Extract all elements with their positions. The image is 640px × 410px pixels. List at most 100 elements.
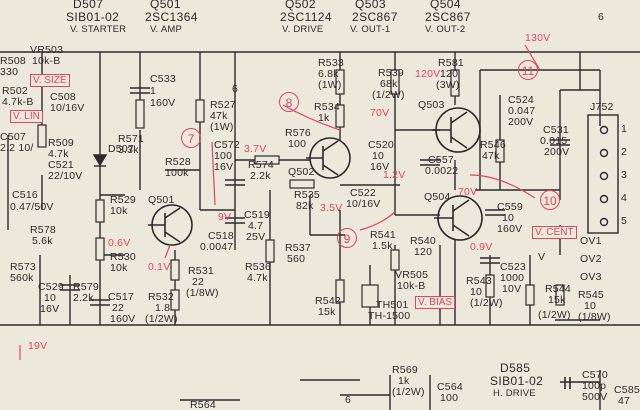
label-v9: 9V [218, 211, 232, 223]
label-q502-symbol: Q502 [288, 166, 315, 178]
label-r508-ref: R508 [0, 55, 26, 67]
label-r543-ref: R543 [466, 275, 492, 287]
header-q502-role: V. DRIVE [282, 24, 324, 35]
marker-7: 7 [181, 128, 201, 148]
label-r571-value: 3.3k [118, 144, 139, 156]
label-c585-value: 47 [618, 395, 631, 407]
label-v01: 0.1V [148, 261, 171, 273]
label-r541-value: 1.5k [372, 240, 393, 252]
label-r581-ref: R581 [438, 57, 464, 69]
label-vr505-value: 10k-B [397, 280, 426, 292]
label-c517-ref: C517 [108, 291, 134, 303]
label-c557-value: 0.0022 [425, 165, 459, 177]
label-ov3: OV3 [580, 271, 602, 283]
label-r571-ref: R571 [118, 133, 144, 145]
label-r544-rating: (1/2W) [538, 309, 571, 321]
label-r532-value: 1.8 [155, 302, 171, 314]
label-th501-value: TH-1500 [368, 310, 411, 322]
label-r533-ref: R533 [318, 57, 344, 69]
label-c570-value: 100p [582, 380, 607, 392]
header-d507-ref: D507 [73, 0, 104, 11]
label-r532-rating: (1/2W) [145, 313, 178, 325]
label-v-letter: V [538, 251, 546, 263]
label-r536-ref: R536 [245, 261, 271, 273]
label-r569-ref: R569 [392, 364, 418, 376]
label-conn-6b: 6 [598, 11, 605, 23]
label-r544-value: 15k [548, 294, 566, 306]
label-c519-ref: C519 [244, 209, 270, 221]
label-c559-ref: C559 [497, 201, 523, 213]
label-r533-rating: (1W) [318, 79, 342, 91]
label-r542-ref: R542 [315, 295, 341, 307]
label-c523-rating: 10V [502, 283, 522, 295]
label-j752-ref: J752 [590, 101, 614, 113]
label-r581-rating: (3W) [436, 79, 460, 91]
label-v37: 3.7V [244, 143, 267, 155]
header-d585-role: H. DRIVE [493, 388, 536, 399]
label-c564-ref: C564 [437, 381, 463, 393]
label-vr503-value: 10k-B [32, 55, 61, 67]
label-r579-value: 2.2k [73, 292, 94, 304]
label-c516-ref: C516 [12, 189, 38, 201]
label-j752-pin5: 5 [621, 215, 628, 227]
label-c520-ref: C520 [368, 139, 394, 151]
header-q504-ref: Q504 [430, 0, 461, 11]
label-r539-value: 68k [380, 78, 398, 90]
label-c508-value: 10/16V [50, 102, 85, 114]
label-v130: 130V [525, 32, 551, 44]
label-c533-value: 1 [150, 85, 157, 97]
label-c524-value: 0.047 [508, 105, 536, 117]
label-c518-ref: C518 [208, 230, 234, 242]
label-c521-ref: C521 [48, 159, 74, 171]
header-d507-type: SIB01-02 [66, 10, 120, 24]
label-c531-rating: 200V [544, 146, 570, 158]
label-conn-6a: 6 [232, 83, 239, 95]
label-r569-value: 1k [398, 375, 410, 387]
label-r573-ref: R573 [10, 261, 36, 273]
label-vr505-ref: VR505 [395, 269, 429, 281]
label-c517-rating: 160V [110, 313, 136, 325]
header-q502-type: 2SC1124 [280, 10, 332, 24]
marker-8: 8 [279, 92, 299, 112]
label-r535-value: 82k [296, 200, 314, 212]
label-j752-pin2: 2 [621, 146, 628, 158]
label-r528-ref: R528 [165, 156, 191, 168]
label-r529-value: 10k [110, 205, 128, 217]
label-c522-value: 10/16V [346, 198, 381, 210]
label-r576-ref: R576 [285, 127, 311, 139]
label-r574-value: 2.2k [250, 170, 271, 182]
label-v-bias: V. BIAS [415, 296, 456, 309]
label-r542-value: 15k [318, 306, 336, 318]
label-r574-ref: R574 [248, 159, 274, 171]
label-r579-ref: R579 [73, 281, 99, 293]
label-r540-ref: R540 [410, 235, 436, 247]
label-c557-ref: C557 [428, 154, 454, 166]
label-v06: 0.6V [108, 237, 131, 249]
header-q503-type: 2SC867 [352, 10, 398, 24]
label-r509-value: 4.7k [48, 148, 69, 160]
label-v19: 19V [28, 340, 48, 352]
label-r545-ref: R545 [578, 289, 604, 301]
label-c507-ref: C507 [0, 131, 26, 143]
label-r531-value: 22 [192, 276, 205, 288]
label-r539-rating: (1/2W) [372, 89, 405, 101]
label-r530-value: 10k [110, 262, 128, 274]
label-th501-ref: TH501 [376, 299, 409, 311]
label-r540-value: 120 [414, 246, 433, 258]
label-r545-value: 10 [584, 300, 597, 312]
label-r528-value: 100k [165, 167, 189, 179]
label-r546-ref: R546 [480, 139, 506, 151]
label-r527-ref: R527 [210, 99, 236, 111]
label-vr503-ref: VR503 [30, 44, 64, 56]
label-r573-value: 560k [10, 272, 34, 284]
label-ov2: OV2 [580, 253, 602, 265]
label-c507-value: 2.2 10/ [0, 142, 34, 154]
label-c531-value: 0.015 [540, 135, 568, 147]
header-q504-role: V. OUT-2 [425, 24, 466, 35]
label-c570-ref: C570 [582, 369, 608, 381]
label-c572-rating: 16V [214, 161, 234, 173]
label-c523-ref: C523 [500, 261, 526, 273]
label-v35: 3.5V [320, 202, 343, 214]
header-q502-ref: Q502 [285, 0, 316, 11]
